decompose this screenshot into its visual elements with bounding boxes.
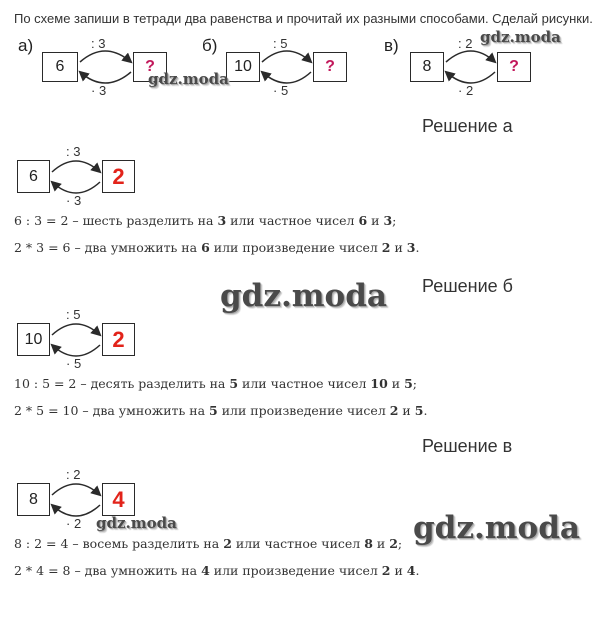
scheme-c-top-op: : 2: [458, 36, 473, 51]
scheme-b-bottom-op: · 5: [273, 83, 289, 98]
task-text: По схеме запиши в тетради два равенства …: [14, 11, 593, 26]
scheme-c-question-box: ?: [497, 52, 531, 82]
solution-c-bottom-op: · 2: [66, 516, 82, 531]
scheme-c-letter: в): [384, 36, 399, 55]
watermark: gdz.moda: [220, 278, 387, 314]
scheme-b-letter: б): [202, 36, 218, 55]
watermark: gdz.moda: [413, 510, 580, 546]
solution-a-answer-box: 2: [102, 160, 135, 193]
scheme-a-division-arrow: [79, 50, 133, 64]
solution-c-multiplication-arrow: [50, 503, 101, 517]
scheme-c-multiplication-arrow: [444, 70, 496, 84]
scheme-b-question-box: ?: [313, 52, 347, 82]
solution-b-multiplication-arrow: [50, 343, 101, 357]
solution-c-heading: Решение в: [422, 436, 513, 456]
solution-c-line-2: 2 * 4 = 8 – два умножить на 4 или произв…: [14, 563, 420, 578]
watermark: gdz.moda: [148, 70, 229, 88]
solution-b-bottom-op: · 5: [66, 356, 82, 371]
watermark: gdz.moda: [96, 514, 177, 532]
solution-b-top-op: : 5: [66, 307, 81, 322]
solution-a-bottom-op: · 3: [66, 193, 82, 208]
scheme-c-left-box: 8: [410, 52, 444, 82]
solution-b-heading: Решение б: [422, 276, 513, 296]
solution-a-line-1: 6 : 3 = 2 – шесть разделить на 3 или час…: [14, 213, 397, 228]
solution-b-line-1: 10 : 5 = 2 – десять разделить на 5 или ч…: [14, 376, 417, 391]
scheme-a-bottom-op: · 3: [91, 83, 107, 98]
scheme-c-bottom-op: · 2: [458, 83, 474, 98]
scheme-b-top-op: : 5: [273, 36, 288, 51]
solution-a-division-arrow: [51, 160, 102, 174]
watermark: gdz.moda: [480, 28, 561, 46]
solution-b-answer-box: 2: [102, 323, 135, 356]
scheme-b-division-arrow: [261, 50, 313, 64]
solution-a-heading: Решение а: [422, 116, 513, 136]
solution-b-line-2: 2 * 5 = 10 – два умножить на 5 или произ…: [14, 403, 428, 418]
solution-c-top-op: : 2: [66, 467, 81, 482]
solution-b-division-arrow: [51, 323, 102, 337]
solution-c-line-1: 8 : 2 = 4 – восемь разделить на 2 или ча…: [14, 536, 403, 551]
solution-c-left-box: 8: [17, 483, 50, 516]
solution-a-multiplication-arrow: [50, 180, 101, 194]
scheme-a-letter: а): [18, 36, 34, 55]
scheme-a-multiplication-arrow: [78, 70, 132, 84]
scheme-c-division-arrow: [445, 50, 497, 64]
scheme-a-question-box: ?: [133, 52, 167, 82]
solution-c-division-arrow: [51, 483, 102, 497]
scheme-a-left-box: 6: [42, 52, 78, 82]
solution-b-left-box: 10: [17, 323, 50, 356]
solution-a-top-op: : 3: [66, 144, 81, 159]
scheme-b-left-box: 10: [226, 52, 260, 82]
solution-a-left-box: 6: [17, 160, 50, 193]
scheme-a-top-op: : 3: [91, 36, 106, 51]
scheme-b-multiplication-arrow: [260, 70, 312, 84]
solution-c-answer-box: 4: [102, 483, 135, 516]
solution-a-line-2: 2 * 3 = 6 – два умножить на 6 или произв…: [14, 240, 420, 255]
